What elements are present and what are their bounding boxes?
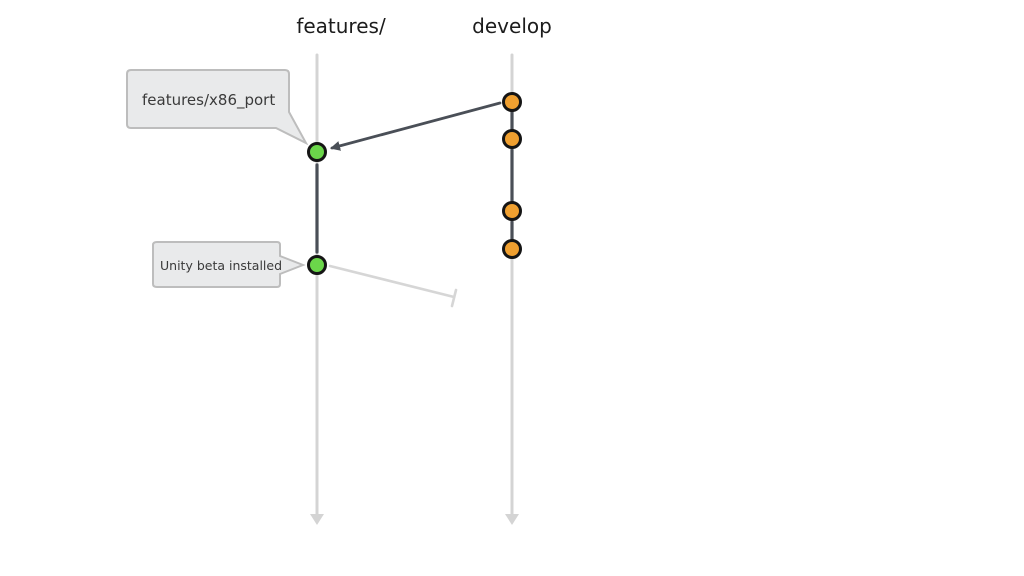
lane-line-features bbox=[310, 53, 324, 525]
callout-unity-beta-installed: Unity beta installed bbox=[152, 241, 306, 288]
pending-link-stub bbox=[328, 264, 458, 308]
commit-node-features[interactable] bbox=[307, 142, 327, 162]
callout-features-x86-port: features/x86_port bbox=[126, 69, 309, 146]
commit-node-develop[interactable] bbox=[502, 201, 522, 221]
link-layer bbox=[315, 101, 514, 308]
commit-node-develop[interactable] bbox=[502, 239, 522, 259]
commit-node-features[interactable] bbox=[307, 255, 327, 275]
callout-label: Unity beta installed bbox=[160, 258, 282, 273]
commit-layer bbox=[307, 92, 522, 275]
callout-label: features/x86_port bbox=[142, 91, 275, 110]
merge-arrow-develop-to-features bbox=[330, 101, 502, 151]
lane-arrow-down-icon bbox=[310, 514, 324, 525]
lane-title-develop: develop bbox=[472, 14, 552, 38]
lane-title-features: features/ bbox=[296, 14, 386, 38]
commit-node-develop[interactable] bbox=[502, 129, 522, 149]
commit-node-develop[interactable] bbox=[502, 92, 522, 112]
lane-arrow-down-icon bbox=[505, 514, 519, 525]
